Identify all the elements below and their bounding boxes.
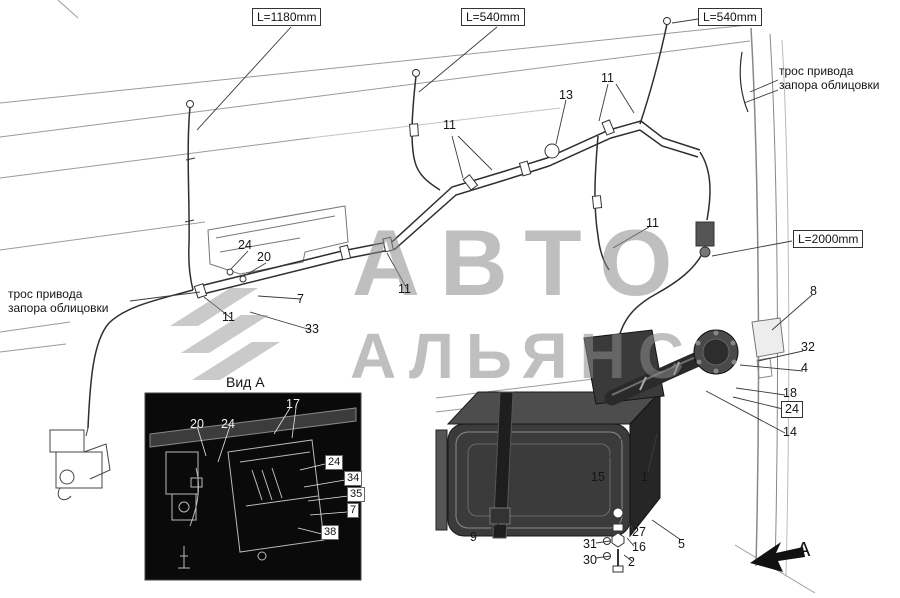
note-lock-cable-left: трос привода запора облицовки bbox=[8, 287, 109, 316]
fastener-parts bbox=[603, 507, 625, 573]
part-2: 2 bbox=[628, 555, 635, 569]
part-11-top-center: 11 bbox=[443, 118, 456, 132]
inset-part-7-boxed: 7 bbox=[347, 503, 360, 519]
inset-part-17: 17 bbox=[286, 397, 300, 411]
part-5: 5 bbox=[678, 537, 685, 551]
inset-leader-lines bbox=[196, 407, 349, 535]
part-24-boxed-right: 24 bbox=[781, 401, 803, 418]
part-8: 8 bbox=[810, 284, 817, 298]
filler-neck bbox=[604, 351, 706, 406]
inset-part-35-boxed: 35 bbox=[347, 487, 366, 503]
inset-part-24-boxed: 24 bbox=[325, 455, 344, 471]
part-33: 33 bbox=[305, 322, 319, 336]
inset-part-34-boxed: 34 bbox=[344, 471, 363, 487]
direction-arrow bbox=[750, 542, 805, 572]
part-20-top: 20 bbox=[257, 250, 271, 264]
dim-label-540-right: L=540mm bbox=[698, 8, 762, 27]
part-11-center: 11 bbox=[398, 282, 411, 296]
fuel-tank bbox=[435, 329, 739, 539]
part-11-top-right: 11 bbox=[601, 71, 614, 85]
view-a-title: Вид А bbox=[226, 374, 265, 390]
leader-lines bbox=[129, 18, 813, 562]
dim-label-2000: L=2000mm bbox=[793, 230, 864, 249]
strap-buckle bbox=[489, 507, 511, 525]
watermark-text-1: АВТО bbox=[352, 210, 693, 315]
hood-lock-mechanism bbox=[49, 427, 111, 501]
direction-label-a: А bbox=[797, 539, 811, 561]
inset-part-38: 38 bbox=[321, 525, 340, 541]
cab-pillar bbox=[750, 27, 790, 576]
part-14: 14 bbox=[783, 425, 797, 439]
note-lock-cable-right: трос привода запора облицовки bbox=[779, 64, 880, 93]
inset-part-24: 24 bbox=[221, 417, 235, 431]
watermark-text-2: АЛЬЯНС bbox=[350, 320, 696, 392]
part-24-top: 24 bbox=[238, 238, 252, 252]
tank-strap bbox=[492, 391, 514, 539]
inset-view-a bbox=[144, 392, 362, 581]
inset-detail-drawing bbox=[165, 439, 325, 569]
part-11-left: 11 bbox=[222, 310, 235, 324]
watermark-logo bbox=[170, 288, 280, 380]
part-4: 4 bbox=[801, 361, 808, 375]
part-15: 15 bbox=[591, 470, 605, 484]
part-7-main: 7 bbox=[297, 292, 304, 306]
part-30: 30 bbox=[583, 553, 597, 567]
part-32: 32 bbox=[801, 340, 815, 354]
part-18: 18 bbox=[783, 386, 797, 400]
dim-label-540-center: L=540mm bbox=[461, 8, 525, 27]
inset-part-20: 20 bbox=[190, 417, 204, 431]
part-27: 27 bbox=[632, 525, 646, 539]
dim-label-1180: L=1180mm bbox=[252, 8, 322, 27]
part-11-right: 11 bbox=[646, 216, 659, 230]
part-9: 9 bbox=[470, 530, 477, 544]
part-31: 31 bbox=[583, 537, 597, 551]
bracket-plate bbox=[207, 205, 349, 275]
part-16: 16 bbox=[632, 540, 646, 554]
part-13: 13 bbox=[559, 88, 573, 102]
part-1: 1 bbox=[641, 470, 648, 484]
